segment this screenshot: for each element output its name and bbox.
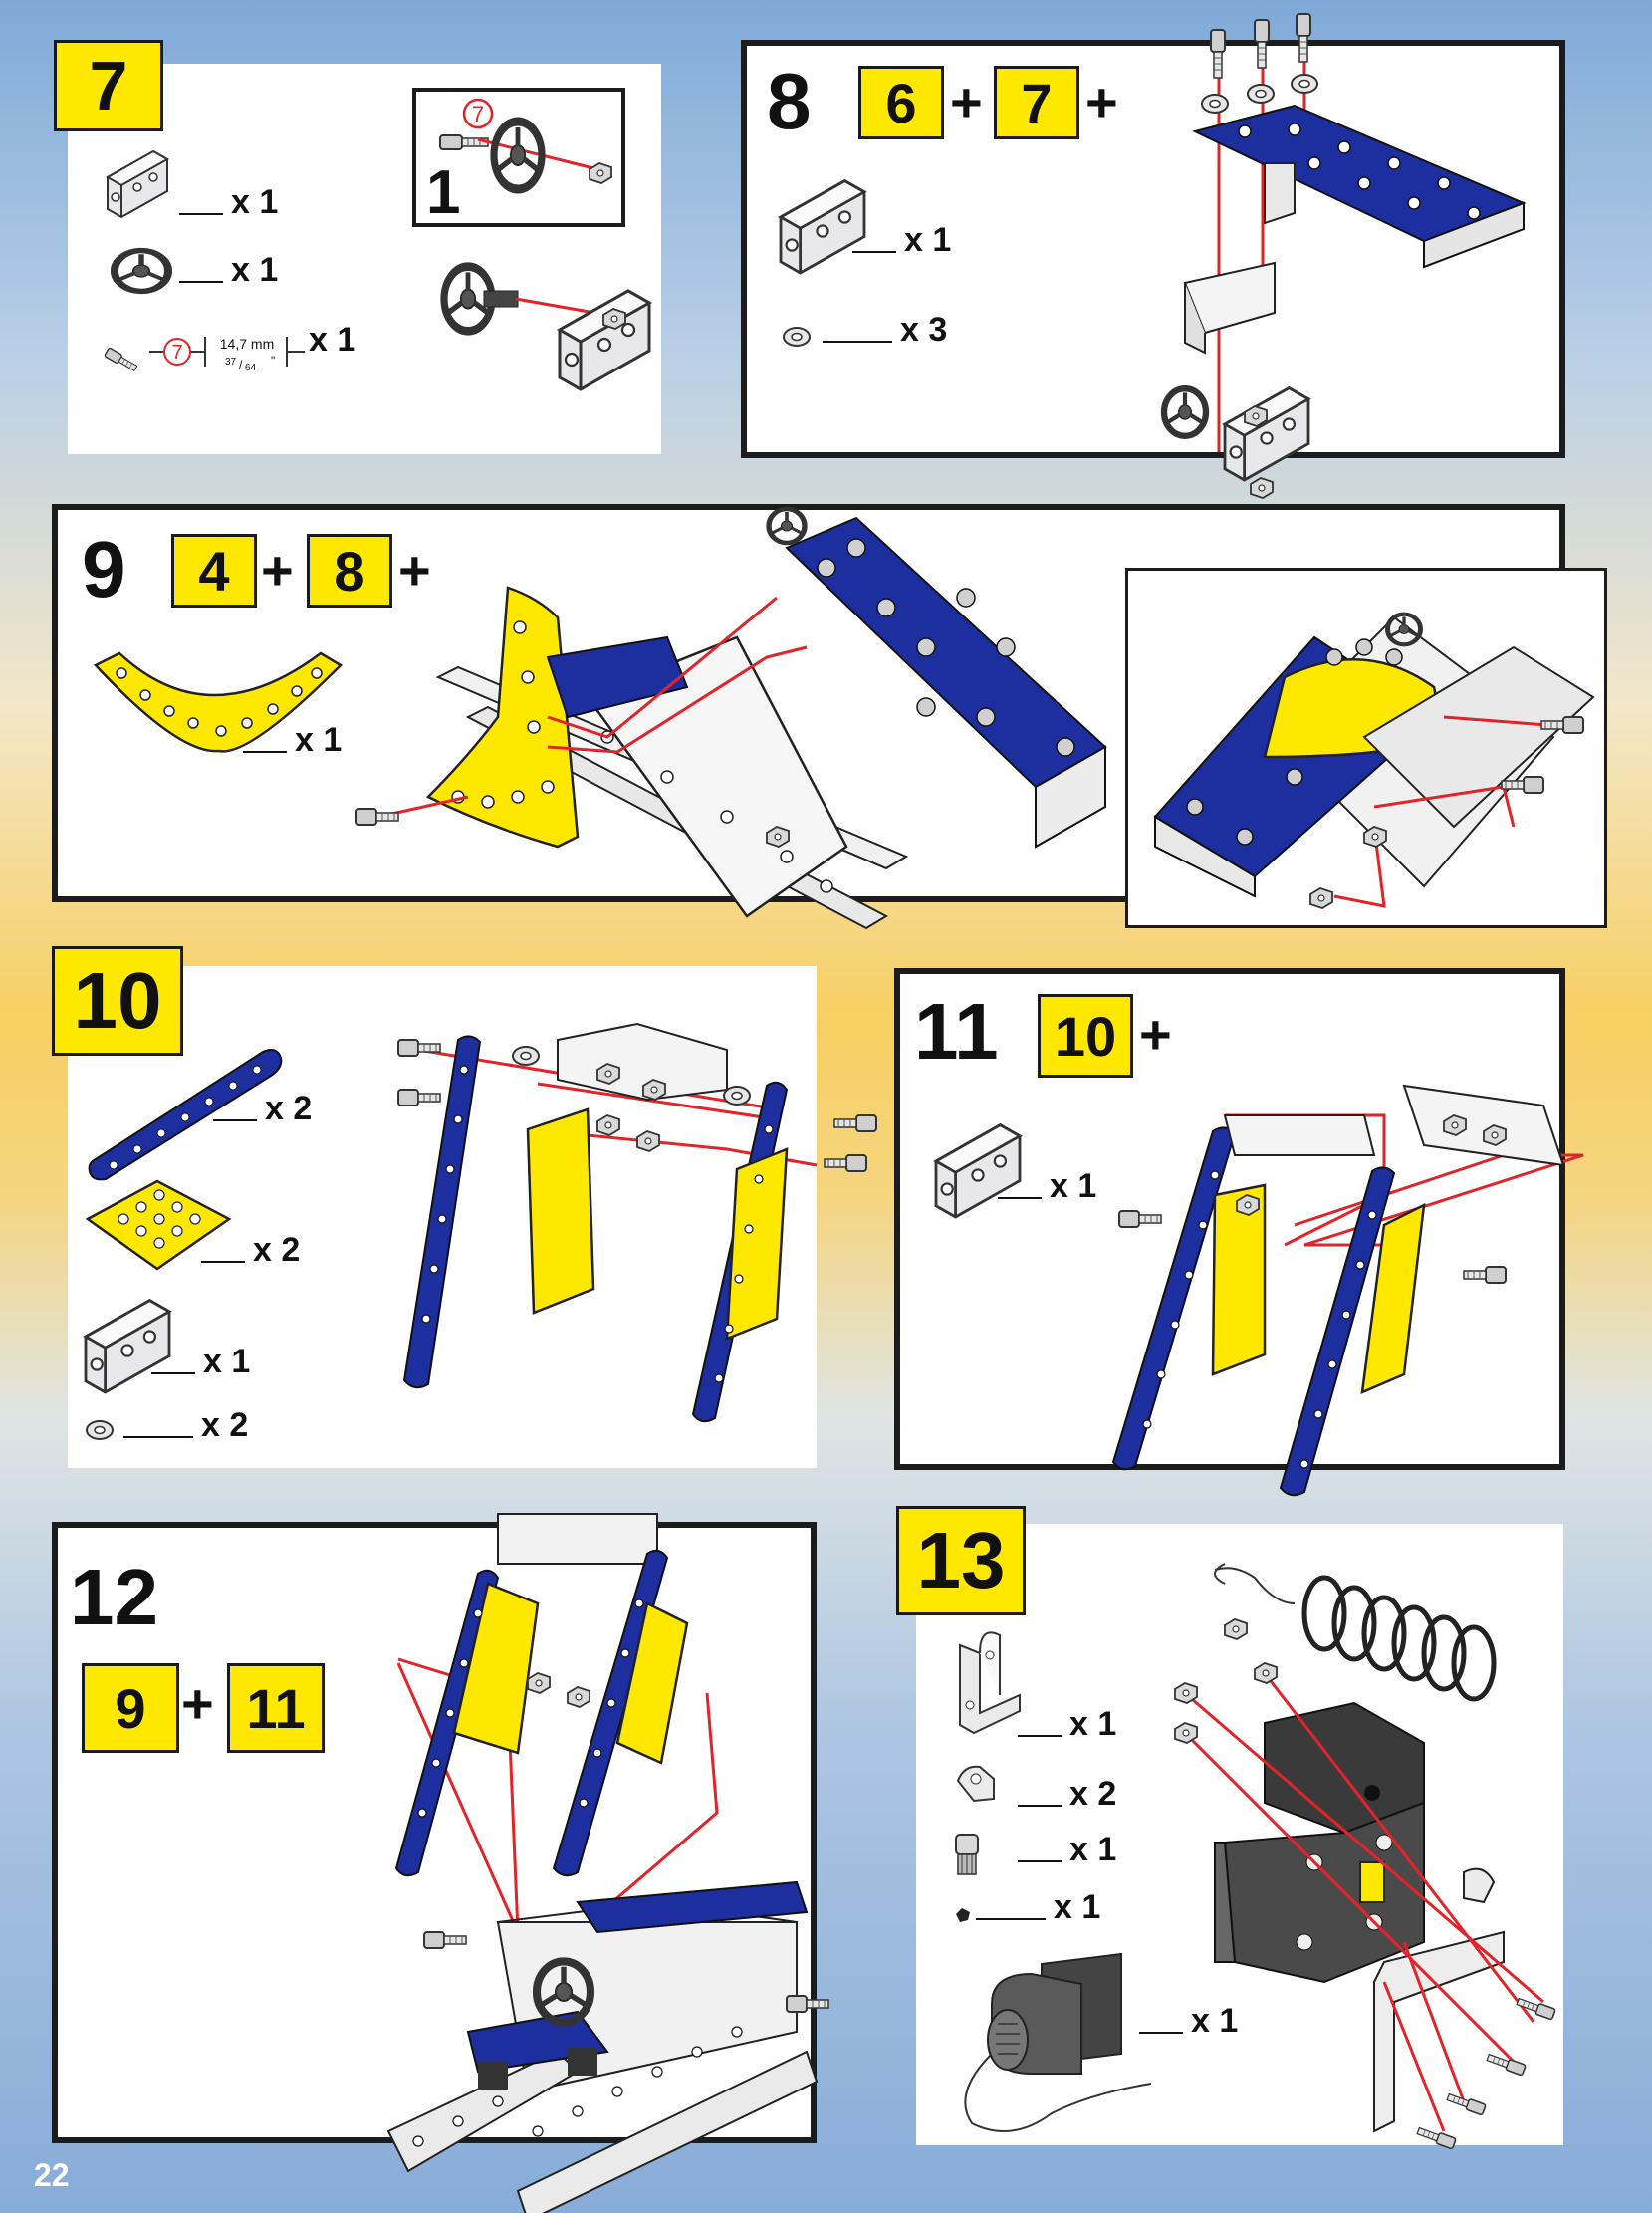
step-9-ref-4: 4 xyxy=(171,534,257,608)
inset-assembly-illustration: 7 xyxy=(439,98,612,225)
step-13-qty-pinion: x 1 xyxy=(1018,1831,1116,1869)
step-10-qty-strip: x 2 xyxy=(213,1090,312,1128)
step-9-inset-illustration xyxy=(1153,578,1595,909)
page-number: 22 xyxy=(34,2157,70,2193)
step-11-ref-10: 10 xyxy=(1038,994,1133,1078)
step-13-qty-motor: x 1 xyxy=(1139,2002,1238,2041)
step-12-number: 12 xyxy=(70,1553,158,1641)
step-10-number: 10 xyxy=(52,946,183,1056)
small-bracket-icon xyxy=(956,1765,995,1803)
inset-callout-number: 7 xyxy=(472,102,484,126)
step-8-ref-7: 7 xyxy=(994,66,1079,139)
step-9-plus-1: + xyxy=(261,539,294,602)
step-11-plus: + xyxy=(1139,1003,1172,1066)
step-8-plus-2: + xyxy=(1085,71,1118,133)
step-7-inset-number: 1 xyxy=(426,158,461,227)
pinion-icon xyxy=(955,1834,979,1875)
step-10-qty-bracket: x 1 xyxy=(151,1343,250,1381)
angle-bracket-icon xyxy=(959,1631,1021,1735)
dimension-in-den: 64 xyxy=(245,363,257,373)
step-7-number: 7 xyxy=(54,40,163,131)
step-11-qty-bracket: x 1 xyxy=(998,1167,1096,1206)
grub-screw-icon xyxy=(956,1908,970,1922)
step-13-assembly-illustration xyxy=(1174,1563,1557,2150)
step-7-qty-bracket: x 1 xyxy=(179,183,278,222)
step-9-number: 9 xyxy=(82,525,126,614)
step-12-plus: + xyxy=(181,1672,214,1735)
svg-text:/: / xyxy=(239,358,243,371)
step-10-assembly-illustration xyxy=(397,1022,877,1423)
step-8-number: 8 xyxy=(767,57,812,145)
step-13-qty-small-bracket: x 2 xyxy=(1018,1775,1116,1814)
step-13-number: 13 xyxy=(896,1506,1026,1615)
step-12-assembly-illustration xyxy=(386,1513,829,2213)
square-plate-icon xyxy=(85,1179,232,1271)
dimension-mm: 14,7 mm xyxy=(220,336,274,352)
motor-icon xyxy=(964,1952,1152,2132)
step-13-qty-grub-screw: x 1 xyxy=(976,1888,1100,1927)
step-9-ref-8: 8 xyxy=(307,534,392,608)
dimension-callout-number: 7 xyxy=(171,342,182,364)
strip-icon xyxy=(88,1049,283,1181)
dimension-callout-icon: 7 14,7 mm 37 / 64 " xyxy=(149,336,305,373)
step-7-qty-bolt: x 1 xyxy=(309,321,356,359)
step-8-plus-1: + xyxy=(950,71,983,133)
step-11-assembly-illustration xyxy=(1111,1084,1584,1497)
dimension-in-unit: " xyxy=(271,354,275,368)
curved-plate-icon xyxy=(93,651,344,753)
step-9-qty-plate: x 1 xyxy=(243,721,342,760)
step-7-qty-wheel: x 1 xyxy=(179,251,278,290)
steering-wheel-icon xyxy=(141,271,142,272)
step-12-ref-9: 9 xyxy=(82,1663,179,1753)
step-9-plus-2: + xyxy=(398,539,431,602)
step-10-qty-washer: x 2 xyxy=(123,1406,248,1445)
step-8-ref-6: 6 xyxy=(858,66,944,139)
step-8-assembly-illustration xyxy=(1165,13,1527,499)
step-10-qty-square-plate: x 2 xyxy=(201,1231,300,1270)
step-9-assembly-illustration xyxy=(355,498,1107,930)
step-7-assembly-illustration xyxy=(428,255,651,391)
step-8-qty-washer: x 3 xyxy=(823,311,947,350)
step-8-qty-bracket: x 1 xyxy=(852,221,951,260)
step-11-number: 11 xyxy=(914,987,999,1076)
dimension-in-num: 37 xyxy=(225,357,237,368)
step-13-qty-bracket: x 1 xyxy=(1018,1705,1116,1744)
step-12-ref-11: 11 xyxy=(227,1663,325,1753)
